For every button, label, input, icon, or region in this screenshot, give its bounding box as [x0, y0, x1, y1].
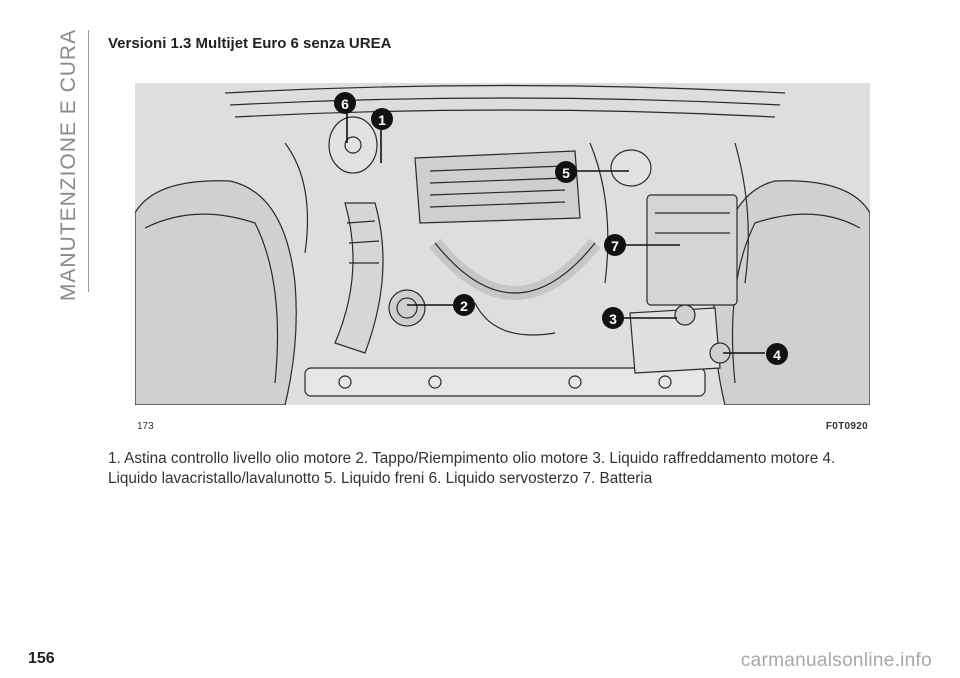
figure-caption: 1. Astina controllo livello olio motore …: [108, 450, 836, 487]
callout-2: 2: [460, 298, 468, 314]
section-heading: Versioni 1.3 Multijet Euro 6 senza UREA: [108, 35, 392, 52]
callout-3: 3: [609, 311, 617, 327]
callout-7: 7: [611, 238, 619, 254]
side-divider: [88, 30, 89, 292]
page-number: 156: [28, 650, 55, 667]
figure-code: F0T0920: [825, 421, 868, 432]
callout-6: 6: [341, 96, 349, 112]
figure-number: 173: [137, 421, 154, 432]
chapter-side-label-text: MANUTENZIONE E CURA: [57, 28, 80, 302]
callout-1: 1: [378, 112, 386, 128]
callout-5: 5: [562, 165, 570, 181]
engine-bay-illustration: 6 1 5 7 2 3 4: [135, 83, 870, 405]
site-watermark: carmanualsonline.info: [740, 650, 932, 671]
chapter-side-label: MANUTENZIONE E CURA: [54, 28, 84, 302]
callout-4: 4: [773, 347, 781, 363]
engine-bay-drawing: 6 1 5 7 2 3 4: [135, 84, 870, 405]
